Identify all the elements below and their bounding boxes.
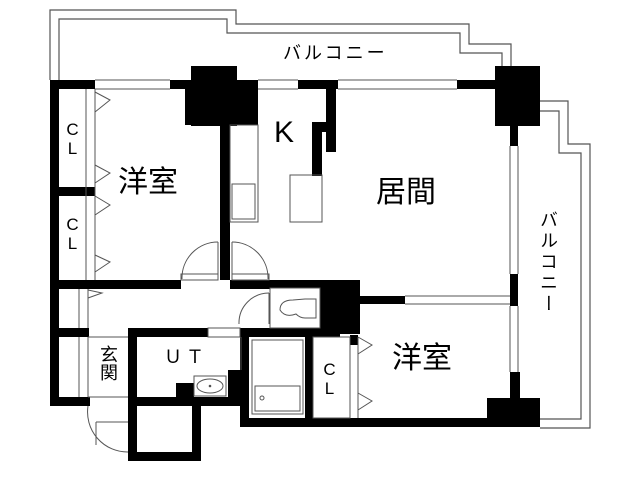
balcony-top-outline (49, 9, 512, 80)
balcony-right-outline (540, 100, 591, 429)
balcony-label-right: バルコニー (537, 210, 558, 315)
thin-lines (78, 79, 519, 453)
closet-label-2: CL (63, 215, 82, 253)
room-label-kitchen: K (274, 116, 295, 149)
balcony-label-top: バルコニー (283, 43, 388, 64)
walls (50, 66, 540, 461)
room-label-western-1: 洋室 (118, 165, 178, 200)
room-label-entrance: 玄関 (97, 345, 118, 381)
closet-label-1: CL (63, 120, 82, 158)
room-label-western-2: 洋室 (392, 341, 452, 376)
room-label-living: 居間 (376, 175, 436, 210)
closet-label-3: CL (320, 360, 339, 398)
room-label-utility: ＵＴ (164, 347, 208, 368)
